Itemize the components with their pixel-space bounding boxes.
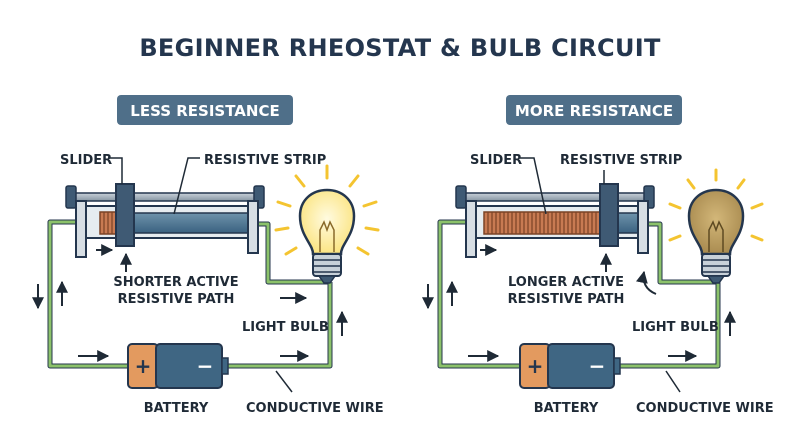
left-battery-plus: +: [135, 354, 152, 378]
left-bulb-rays: [274, 164, 380, 256]
left-strip-leader: [173, 157, 200, 215]
right-coil-windings: [487, 212, 605, 234]
right-circuit-wire-fill: [438, 220, 720, 368]
right-bulb-rays: [668, 168, 764, 242]
left-path-label-2: RESISTIVE PATH: [118, 292, 235, 307]
right-battery: + −: [519, 343, 621, 389]
left-wire-label: CONDUCTIVE WIRE: [246, 401, 384, 416]
right-bar-knob-left: [455, 185, 467, 209]
right-panel: MORE RESISTANCE SLIDER RESISTIVE STRIP L…: [422, 95, 774, 416]
right-wire-label: CONDUCTIVE WIRE: [636, 401, 774, 416]
left-wire-leader: [275, 370, 293, 393]
left-rheostat: [65, 183, 265, 258]
right-battery-plus: +: [527, 354, 544, 378]
right-slider-label: SLIDER: [470, 153, 522, 168]
right-rheostat: [455, 183, 655, 258]
left-battery-label: BATTERY: [144, 401, 209, 416]
right-strip-label: RESISTIVE STRIP: [560, 153, 682, 168]
right-badge-bg: [506, 95, 682, 125]
right-battery-minus: −: [589, 354, 606, 378]
left-slider-bar: [71, 192, 259, 202]
left-bulb: [274, 164, 380, 284]
left-bar-knob-left: [65, 185, 77, 209]
right-support-left: [465, 200, 477, 258]
right-battery-nub: [613, 357, 621, 375]
left-support-right: [247, 200, 259, 254]
left-bulb-label: LIGHT BULB: [242, 320, 329, 335]
right-bulb-glass: [687, 188, 745, 256]
left-circuit-wire-fill: [48, 220, 332, 368]
left-battery-minus: −: [197, 354, 214, 378]
left-bulb-threads: [313, 259, 341, 273]
left-bulb-tip: [317, 275, 337, 284]
left-path-label-1: SHORTER ACTIVE: [113, 275, 238, 290]
right-path-label-2: RESISTIVE PATH: [508, 292, 625, 307]
right-arrow-curve: [636, 270, 657, 295]
right-slider-leader: [520, 157, 547, 215]
left-bulb-filament: [319, 220, 335, 252]
left-strip-label: RESISTIVE STRIP: [204, 153, 326, 168]
right-slider-contact: [599, 183, 619, 247]
right-bulb: [668, 168, 764, 284]
page-title: BEGINNER RHEOSTAT & BULB CIRCUIT: [139, 34, 661, 62]
right-bulb-label: LIGHT BULB: [632, 320, 719, 335]
right-wire-leader: [665, 370, 681, 393]
right-rheostat-coil: [483, 211, 609, 235]
right-path-label-1: LONGER ACTIVE: [508, 275, 624, 290]
left-bulb-glass: [298, 188, 356, 256]
left-battery: + −: [127, 343, 229, 389]
right-support-right: [637, 200, 649, 254]
left-badge-label: LESS RESISTANCE: [130, 102, 279, 120]
left-badge-bg: [117, 95, 293, 125]
left-panel: LESS RESISTANCE SLIDER RESISTIVE STRIP S…: [32, 95, 384, 416]
right-bulb-threads: [702, 259, 730, 273]
left-slider-leader: [108, 157, 123, 184]
left-resistive-strip: [127, 212, 249, 234]
right-battery-label: BATTERY: [534, 401, 599, 416]
right-badge-label: MORE RESISTANCE: [515, 102, 673, 120]
right-bulb-filament: [708, 220, 724, 252]
left-slider-contact: [115, 183, 135, 247]
left-support-left: [75, 200, 87, 258]
left-battery-nub: [221, 357, 229, 375]
right-slider-bar: [461, 192, 649, 202]
right-bulb-tip: [706, 275, 726, 284]
left-slider-label: SLIDER: [60, 153, 112, 168]
